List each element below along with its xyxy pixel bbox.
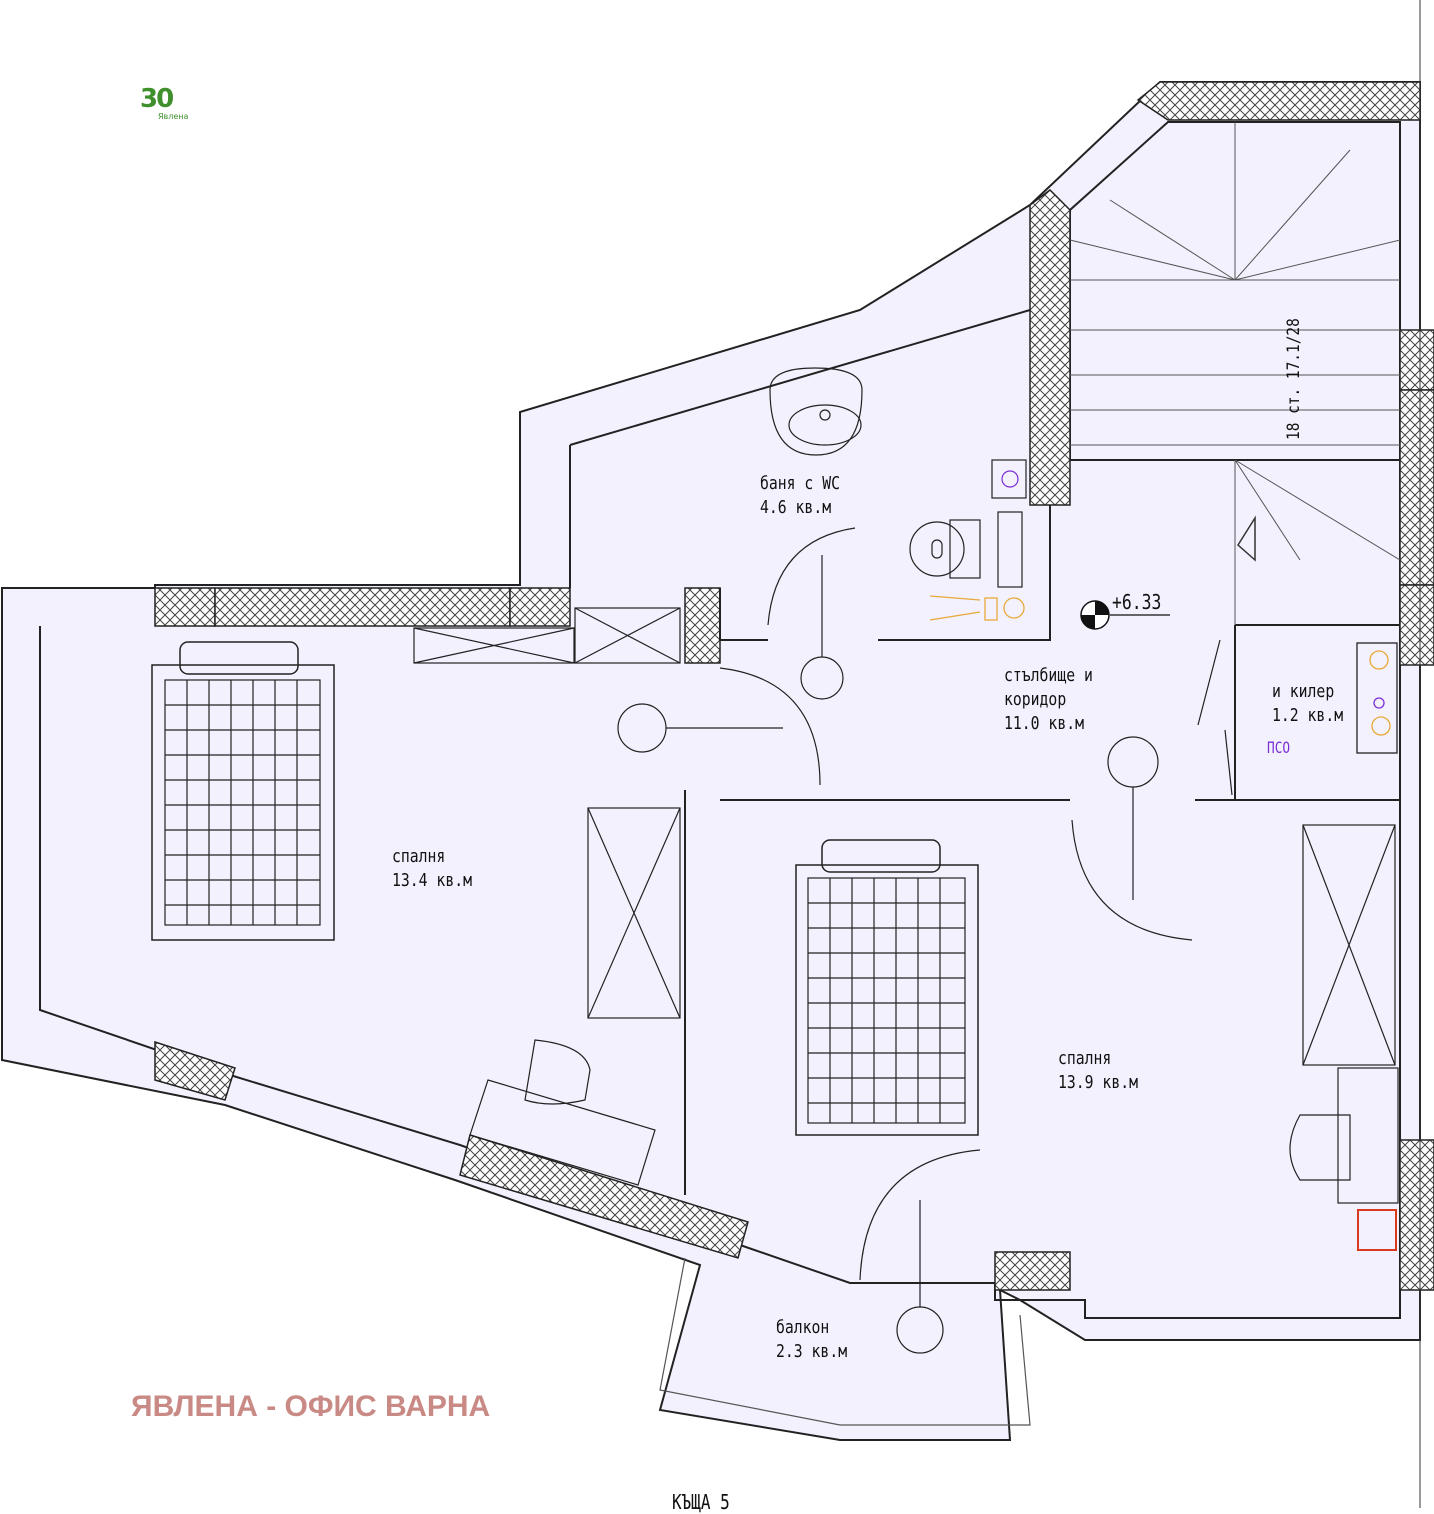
wall-hatch-bottom-left	[154, 1040, 236, 1101]
house-label: КЪЩА 5	[672, 1490, 730, 1514]
inner-wall-outline	[39, 121, 1401, 1319]
wall-hatch-bottom-mid	[459, 1134, 749, 1259]
desk-left	[469, 1039, 656, 1186]
wall-hatch-column	[684, 587, 721, 664]
wall-hatch-stair-top	[1136, 81, 1421, 121]
balcony-name: балкон	[776, 1317, 830, 1338]
desk-right	[1289, 1067, 1399, 1204]
bed-right-grid	[807, 877, 966, 1124]
wall-hatch-bottom-right	[994, 1251, 1071, 1291]
wall-hatch-right-4	[1399, 1139, 1434, 1291]
level-marker-icon	[1080, 600, 1170, 630]
bed-left-grid	[164, 679, 321, 926]
corridor-name-2: коридор	[1004, 689, 1067, 710]
wall-hatch-top-1	[154, 587, 216, 627]
ceiling-lights	[617, 555, 1159, 1354]
wardrobe-top	[413, 607, 681, 664]
heater	[1357, 1209, 1397, 1251]
level-mark: +6.33	[1112, 590, 1162, 614]
stair-arrow	[1237, 515, 1256, 562]
partition-bath	[569, 309, 1051, 641]
wall-hatch-right-2	[1399, 389, 1434, 586]
watermark: ЯВЛЕНА - ОФИС ВАРНА	[131, 1390, 491, 1423]
balcony-railing	[659, 1257, 1031, 1426]
bathroom-label: баня с WC 4.6 кв.м	[760, 472, 840, 520]
door-swings	[719, 527, 1233, 1281]
corridor-area: 11.0 кв.м	[1004, 713, 1084, 734]
toilet	[909, 519, 981, 579]
balcony-area: 2.3 кв.м	[776, 1341, 848, 1362]
boiler	[929, 595, 1025, 621]
wall-hatch-top-2	[214, 587, 511, 627]
wall-hatch-stair-left	[1029, 189, 1071, 506]
partition-bedrooms	[684, 624, 1400, 1195]
wall-hatch-top-3	[509, 587, 571, 627]
balcony-label: балкон 2.3 кв.м	[776, 1316, 847, 1364]
storage-label: и килер 1.2 кв.м	[1272, 680, 1343, 728]
wardrobe-left	[587, 807, 681, 1019]
bathroom-area: 4.6 кв.м	[760, 497, 832, 518]
shaft-label: ПСО	[1267, 738, 1291, 757]
bed-right	[795, 864, 979, 1136]
corridor-name-1: стълбище и	[1004, 665, 1093, 686]
washing-machine	[991, 459, 1027, 588]
logo-number: 30	[140, 84, 174, 114]
sink	[769, 367, 863, 456]
stair-note: 18 ст. 17.1/28	[1284, 318, 1304, 440]
stair-lines	[1069, 122, 1401, 625]
bedroom-left-label: спалня 13.4 кв.м	[392, 845, 472, 893]
bed-left-pillow	[179, 641, 299, 675]
bedroom-left-name: спалня	[392, 846, 446, 867]
bedroom-right-name: спалня	[1058, 1048, 1112, 1069]
bedroom-left-area: 13.4 кв.м	[392, 870, 472, 891]
storage-area: 1.2 кв.м	[1272, 705, 1344, 726]
bathroom-name: баня с WC	[760, 473, 840, 494]
corridor-label: стълбище и коридор 11.0 кв.м	[1004, 664, 1093, 736]
storage-fixtures	[1356, 642, 1398, 754]
bedroom-right-area: 13.9 кв.м	[1058, 1072, 1138, 1093]
logo: 30 Явлена	[140, 84, 196, 126]
wall-hatch-right-3	[1399, 584, 1434, 666]
wall-hatch-right-1	[1399, 329, 1434, 391]
wardrobe-right	[1302, 824, 1396, 1066]
storage-name: и килер	[1272, 681, 1335, 702]
bed-right-pillow	[821, 839, 941, 873]
bed-left	[151, 664, 335, 941]
bedroom-right-label: спалня 13.9 кв.м	[1058, 1047, 1138, 1095]
logo-text: Явлена	[158, 112, 189, 121]
